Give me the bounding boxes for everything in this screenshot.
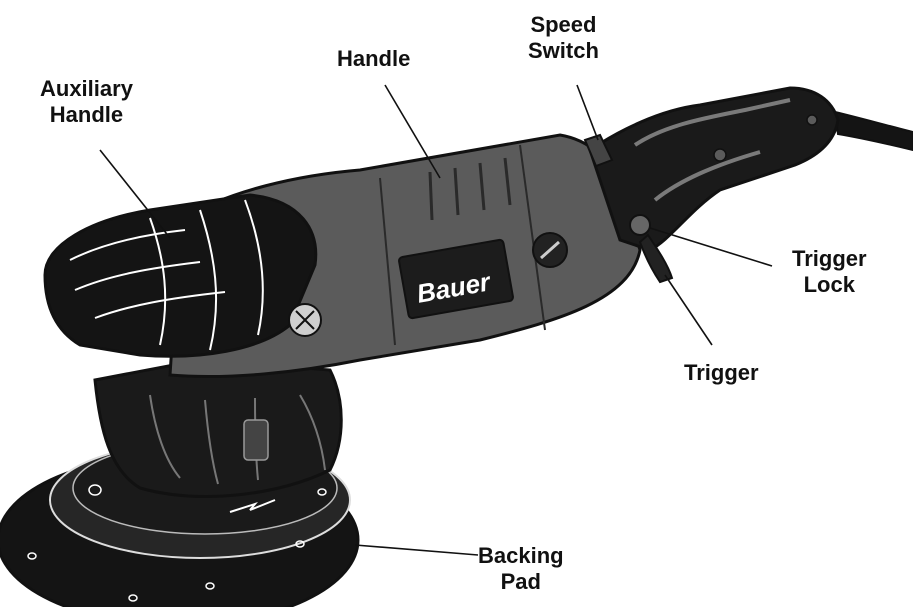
power-cord (833, 110, 913, 152)
leader-handle (384, 84, 441, 179)
leader-trigger-lock (649, 227, 773, 267)
rear-handle (583, 86, 840, 284)
label-backing-pad: Backing Pad (478, 543, 564, 594)
leader-trigger (664, 274, 713, 346)
gear-housing (93, 358, 343, 498)
label-handle: Handle (337, 46, 411, 71)
label-speed-switch: Speed Switch (528, 12, 599, 63)
label-trigger-lock: Trigger Lock (792, 246, 867, 297)
leader-backing-pad (354, 544, 479, 556)
trigger-lock-button (629, 214, 651, 236)
label-auxiliary-handle: Auxiliary Handle (40, 76, 133, 127)
leader-lines (99, 84, 773, 556)
trigger (638, 233, 674, 284)
leader-auxiliary-handle (99, 149, 171, 239)
auxiliary-handle (43, 193, 322, 358)
label-trigger: Trigger (684, 360, 759, 385)
speed-switch (583, 133, 614, 168)
leader-speed-switch (576, 84, 599, 141)
